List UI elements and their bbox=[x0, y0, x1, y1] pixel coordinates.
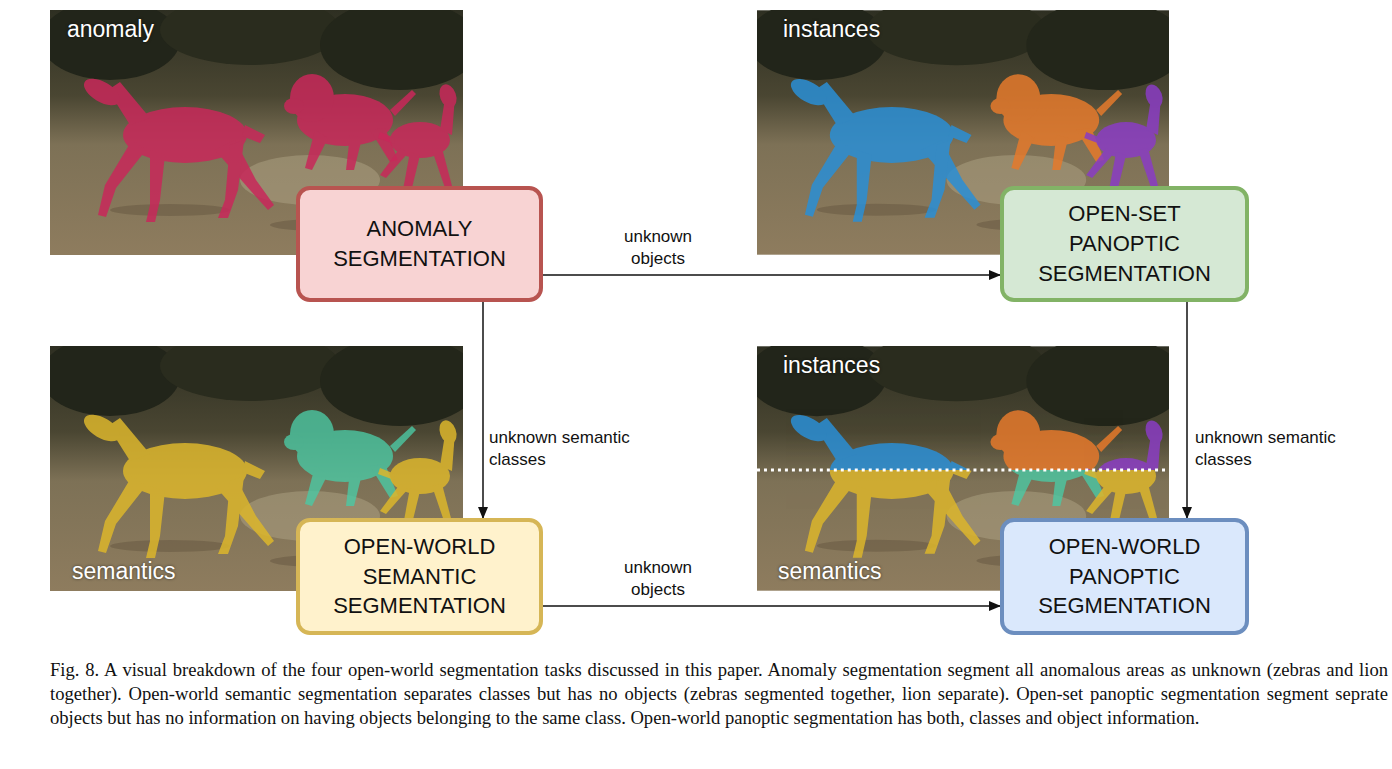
task-name: OPEN-SET PANOPTIC SEGMENTATION bbox=[1034, 199, 1215, 288]
image-tag: semantics bbox=[72, 558, 176, 585]
figure-caption: Fig. 8. A visual breakdown of the four o… bbox=[50, 658, 1388, 731]
task-arrow bbox=[1186, 302, 1188, 518]
arrow-label: unknown semantic classes bbox=[489, 427, 639, 471]
image-tag: semantics bbox=[778, 558, 882, 585]
arrow-label: unknown objects bbox=[608, 557, 708, 601]
arrow-label: unknown objects bbox=[608, 226, 708, 270]
image-tag: instances bbox=[783, 16, 880, 43]
task-name: OPEN-WORLD SEMANTIC SEGMENTATION bbox=[330, 532, 509, 621]
task-arrow bbox=[543, 274, 1000, 276]
image-tag: anomaly bbox=[67, 16, 154, 43]
task-box: OPEN-SET PANOPTIC SEGMENTATION bbox=[1000, 186, 1249, 302]
task-name: OPEN-WORLD PANOPTIC SEGMENTATION bbox=[1034, 532, 1215, 621]
task-arrow bbox=[543, 605, 1000, 607]
task-box: ANOMALY SEGMENTATION bbox=[296, 186, 543, 302]
arrow-label: unknown semantic classes bbox=[1195, 427, 1365, 471]
task-box: OPEN-WORLD SEMANTIC SEGMENTATION bbox=[296, 518, 543, 635]
task-box: OPEN-WORLD PANOPTIC SEGMENTATION bbox=[1000, 518, 1249, 635]
image-tag: instances bbox=[783, 352, 880, 379]
task-arrow bbox=[482, 302, 484, 518]
task-name: ANOMALY SEGMENTATION bbox=[330, 214, 509, 273]
